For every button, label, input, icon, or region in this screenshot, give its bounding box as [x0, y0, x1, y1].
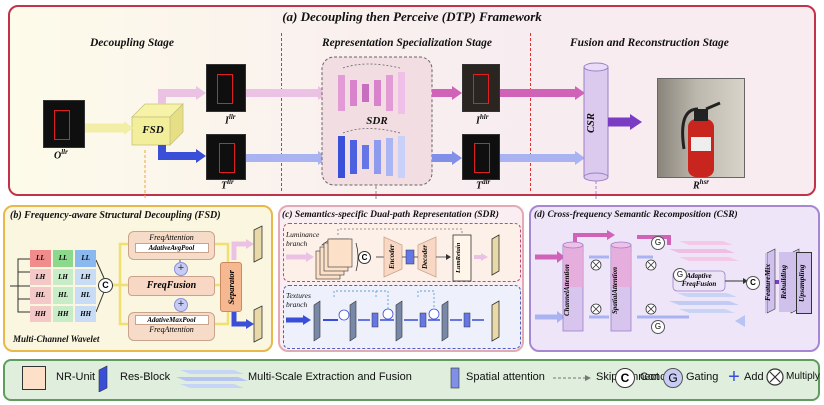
rebuilding-label: Rebuilding: [779, 252, 793, 312]
gating-legend-icon: G: [663, 368, 683, 388]
multiply-icon: [590, 259, 657, 315]
concat-icon: C: [615, 368, 635, 388]
gating-icon: G: [651, 320, 665, 334]
legend: [3, 359, 820, 401]
separator-box: Separator: [220, 262, 242, 312]
freq-fusion-box: FreqFusion: [128, 276, 215, 296]
csr-block-label: CSR: [586, 113, 597, 133]
fsd-concat-symbol: C: [98, 278, 113, 293]
output-image-r-hsr: [657, 78, 745, 178]
multiply-legend-icon: [766, 368, 784, 386]
legend-gating: Gating: [686, 371, 719, 383]
stage-divider-2: [530, 33, 531, 191]
stage-divider-1: [281, 33, 282, 191]
sdr-block-label: SDR: [366, 115, 388, 127]
freq-attention-bottom-label: FreqAttention: [149, 325, 194, 334]
res-block-icon: [98, 365, 108, 392]
image-t-dlr: [462, 134, 500, 180]
output-image-r-label: Rhsr: [693, 178, 710, 192]
wavelet-label: Multi-Channel Wavelet: [13, 334, 100, 344]
decoupling-stage-label: Decoupling Stage: [90, 37, 175, 49]
sdr-panel-title: (c) Semantics-specific Dual-path Represe…: [282, 210, 499, 220]
spatial-attention-label: SpatialAttention: [611, 266, 619, 314]
freq-attention-top-box: FreqAttention AdativeAvgPool: [128, 231, 215, 260]
wavelet-cell: HH: [75, 305, 96, 322]
wavelet-cell: HL: [30, 287, 51, 304]
wavelet-cell: HH: [30, 305, 51, 322]
input-image-o: [43, 100, 85, 148]
encoder-label: Encoder: [388, 244, 396, 270]
image-t-dlr-label: Tdlr: [476, 178, 491, 192]
wavelet-cell: HH: [52, 305, 74, 322]
legend-multiply: Multiply: [786, 371, 820, 382]
wavelet-cell: LH: [52, 268, 74, 285]
framework-title: (a) Decoupling then Perceive (DTP) Frame…: [282, 9, 542, 24]
image-i-hlr: [462, 64, 500, 112]
fsd-panel-title: (b) Frequency-aware Structural Decouplin…: [10, 210, 221, 221]
wavelet-cell: LH: [30, 268, 51, 285]
legend-nr-unit: NR-Unit: [56, 371, 96, 383]
image-i-llr-label: Illr: [225, 113, 236, 127]
image-i-llr: [206, 64, 246, 112]
gating-icon: G: [651, 236, 665, 250]
gating-icon: G: [673, 268, 687, 282]
legend-multi-scale: Multi-Scale Extraction and Fusion: [248, 371, 412, 383]
legend-add: Add: [744, 371, 764, 383]
skip-connect-icon: [553, 375, 591, 381]
fsd-block-label: FSD: [142, 124, 164, 136]
wavelet-cell: LL: [30, 250, 51, 267]
avg-pool-label: AdativeAvgPool: [134, 243, 209, 253]
csr-panel-title: (d) Cross-frequency Semantic Recompositi…: [534, 210, 738, 220]
wavelet-cell: LL: [75, 250, 96, 267]
fusion-stage-label: Fusion and Reconstruction Stage: [570, 37, 729, 49]
upsampling-label: Upsampling: [796, 252, 812, 314]
add-icon: +: [174, 298, 188, 312]
top-flow-arrows: [85, 56, 642, 200]
decoder-label: Decoder: [421, 244, 429, 270]
legend-spatial-attention: Spatial attention: [466, 371, 545, 383]
wavelet-grid: LL LL LL LH LH LH HL HL HL HH HH HH: [30, 250, 96, 322]
feature-mix-label: FeatureMix: [763, 263, 772, 301]
spatial-attention-icon: [450, 367, 460, 389]
sdr-diagram-shapes: [286, 228, 500, 342]
csr-concat-symbol: C: [746, 276, 760, 290]
add-legend-icon: +: [728, 366, 740, 388]
add-icon: +: [174, 262, 188, 276]
input-image-o-label: Ollr: [54, 148, 68, 162]
image-t-llr-label: Tllr: [221, 178, 234, 192]
freq-attention-top-label: FreqAttention: [149, 233, 194, 242]
wavelet-cell: LL: [52, 250, 74, 267]
image-t-llr: [206, 134, 246, 180]
nr-unit-stack: [315, 238, 353, 280]
wavelet-cell: HL: [52, 287, 74, 304]
multi-scale-icon: [176, 370, 248, 388]
separator-label: Separator: [226, 269, 236, 305]
representation-stage-label: Representation Specialization Stage: [322, 37, 492, 49]
nr-unit-icon: [22, 366, 46, 390]
channel-attention-label: ChannelAttention: [563, 264, 571, 316]
max-pool-label: AdativeMaxPool: [134, 315, 209, 325]
wavelet-cell: HL: [75, 287, 96, 304]
legend-res-block: Res-Block: [120, 371, 171, 383]
wavelet-cell: LH: [75, 268, 96, 285]
freq-attention-bottom-box: AdativeMaxPool FreqAttention: [128, 312, 215, 341]
lum-retain-label: LumRetain: [455, 242, 462, 274]
csr-diagram-shapes: [535, 230, 800, 332]
image-i-hlr-label: Ihlr: [476, 113, 489, 127]
sdr-concat-symbol: C: [358, 251, 371, 264]
fire-extinguisher-icon: [681, 101, 721, 177]
